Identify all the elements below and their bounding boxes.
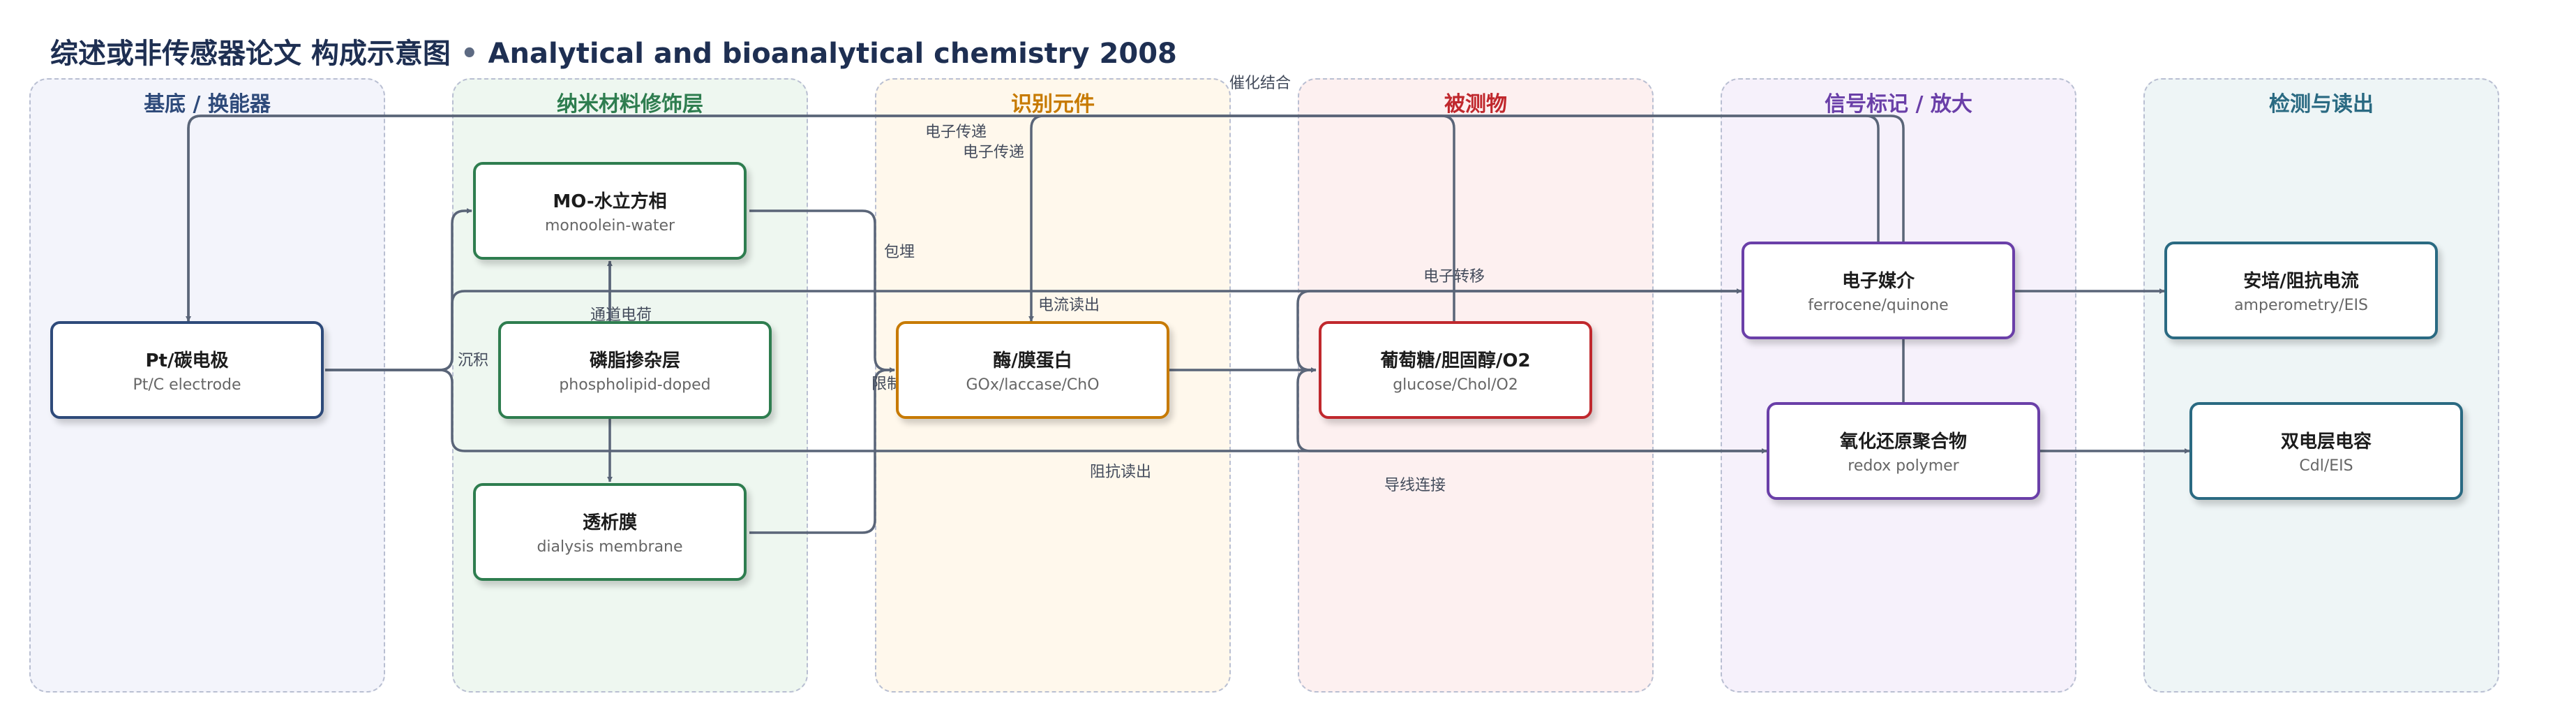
edge-glu-cap: [1296, 369, 2190, 454]
node-glucose-cholesterol: 葡萄糖/胆固醇/O2 glucose/Chol/O2: [1319, 321, 1592, 419]
node-title: 氧化还原聚合物: [1839, 431, 1967, 452]
edge-mo-enz: [749, 209, 895, 373]
node-title: 安培/阻抗电流: [2243, 271, 2359, 292]
title-source: Analytical and bioanalytical chemistry 2…: [488, 38, 1177, 70]
node-title: 透析膜: [582, 512, 637, 533]
edge-labels: 沉积 包埋 包埋 通道电荷 限制传质 催化结合 电子传递 电子传递 电流读出 电…: [458, 75, 1485, 494]
node-subtitle: glucose/Chol/O2: [1393, 376, 1518, 394]
node-subtitle: Pt/C electrode: [133, 376, 241, 394]
node-phospholipid-doped: 磷脂掺杂层 phospholipid-doped: [498, 321, 772, 419]
lane-title: 纳米材料修饰层: [557, 92, 703, 117]
node-title: 葡萄糖/胆固醇/O2: [1380, 350, 1531, 371]
lane-title: 被测物: [1444, 92, 1507, 117]
edge-pt-med: [325, 288, 1742, 371]
node-subtitle: monoolein-water: [544, 217, 675, 235]
edge-label-e-transfer: 电子转移: [1423, 268, 1485, 286]
node-subtitle: redox polymer: [1848, 457, 1959, 475]
node-title: 电子媒介: [1841, 271, 1915, 292]
node-subtitle: dialysis membrane: [537, 538, 683, 556]
lane-signal: 信号标记 / 放大: [1721, 78, 2076, 693]
edge-red-pt: [186, 114, 1905, 402]
edge-pt-mo: [325, 208, 472, 371]
diagram-title: 综述或非传感器论文 构成示意图 • Analytical and bioanalyt…: [50, 31, 1177, 71]
node-title: MO-水立方相: [553, 191, 667, 212]
lane-title: 基底 / 换能器: [144, 92, 271, 117]
edge-label-impedance-read: 阻抗读出: [1090, 464, 1151, 481]
node-subtitle: amperometry/EIS: [2234, 297, 2368, 314]
lane-title: 检测与读出: [2269, 92, 2374, 117]
edge-label-embed: 包埋: [884, 244, 915, 261]
edge-label-current-read: 电流读出: [1038, 297, 1100, 314]
edge-label-channel-charge: 通道电荷: [590, 306, 652, 324]
edge-label-etransfer-2: 电子传递: [963, 144, 1024, 161]
node-pt-electrode: Pt/碳电极 Pt/C electrode: [50, 321, 324, 419]
lane-title: 识别元件: [1011, 92, 1095, 117]
node-double-layer-capacitance: 双电层电容 Cdl/EIS: [2189, 402, 2463, 500]
node-subtitle: Cdl/EIS: [2299, 457, 2353, 475]
edge-label-deposit: 沉积: [458, 352, 488, 369]
edge-pt-red: [325, 369, 1767, 454]
node-subtitle: phospholipid-doped: [559, 376, 711, 394]
title-main: 综述或非传感器论文 构成示意图: [50, 38, 451, 70]
node-enzyme-protein: 酶/膜蛋白 GOx/laccase/ChO: [896, 321, 1169, 419]
node-title: 酶/膜蛋白: [993, 350, 1072, 371]
edge-dm-enz: [749, 367, 895, 534]
node-dialysis-membrane: 透析膜 dialysis membrane: [473, 483, 747, 581]
node-electron-mediator: 电子媒介 ferrocene/quinone: [1742, 242, 2015, 339]
node-title: 磷脂掺杂层: [589, 350, 680, 371]
title-separator: •: [460, 38, 479, 70]
edge-label-etransfer-1: 电子传递: [925, 124, 987, 141]
edge-glu-amp: [1296, 288, 2165, 371]
lane-readout: 检测与读出: [2143, 78, 2499, 693]
node-monoolein-water: MO-水立方相 monoolein-water: [473, 162, 747, 260]
node-title: 双电层电容: [2280, 431, 2372, 452]
node-amperometry: 安培/阻抗电流 amperometry/EIS: [2164, 242, 2438, 339]
edge-label-wire: 导线连接: [1384, 477, 1446, 494]
node-redox-polymer: 氧化还原聚合物 redox polymer: [1767, 402, 2040, 500]
node-subtitle: GOx/laccase/ChO: [966, 376, 1100, 394]
lane-title: 信号标记 / 放大: [1825, 92, 1972, 117]
node-subtitle: ferrocene/quinone: [1808, 297, 1949, 314]
edge-label-catalytic: 催化结合: [1229, 75, 1291, 92]
node-title: Pt/碳电极: [145, 350, 229, 371]
